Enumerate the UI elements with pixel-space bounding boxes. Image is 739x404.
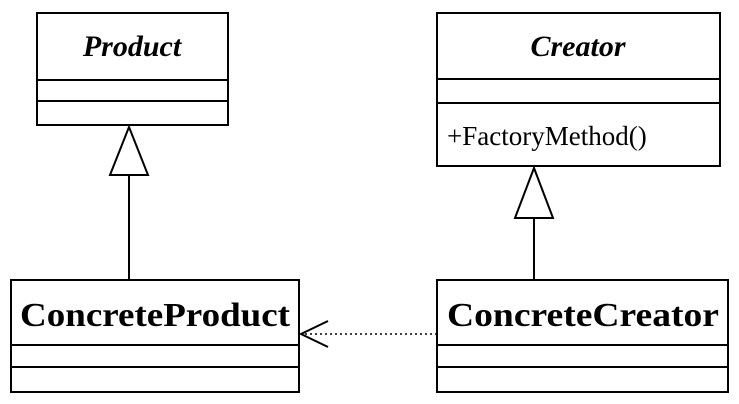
class-concrete-product-box <box>10 279 300 393</box>
class-concrete-creator[interactable]: ConcreteCreator <box>436 279 729 393</box>
edge-generalization-creator <box>513 165 555 280</box>
class-creator[interactable]: Creator +FactoryMethod() <box>436 12 721 167</box>
class-concrete-product[interactable]: ConcreteProduct <box>10 279 300 393</box>
class-concrete-creator-name: ConcreteCreator <box>447 297 719 334</box>
class-product-name: Product <box>82 30 183 63</box>
class-creator-box <box>436 12 721 167</box>
class-product[interactable]: Product <box>36 12 229 126</box>
generalization-arrowhead-product <box>108 124 150 176</box>
class-concrete-creator-box <box>436 279 729 393</box>
edge-generalization-product <box>108 124 150 280</box>
generalization-arrowhead-creator <box>513 165 555 219</box>
class-creator-name: Creator <box>530 30 625 63</box>
class-creator-operation: +FactoryMethod() <box>447 121 647 151</box>
class-product-box <box>36 12 229 126</box>
edge-dependency <box>298 320 437 348</box>
class-concrete-product-name: ConcreteProduct <box>20 297 291 334</box>
dependency-arrowhead <box>298 320 329 348</box>
